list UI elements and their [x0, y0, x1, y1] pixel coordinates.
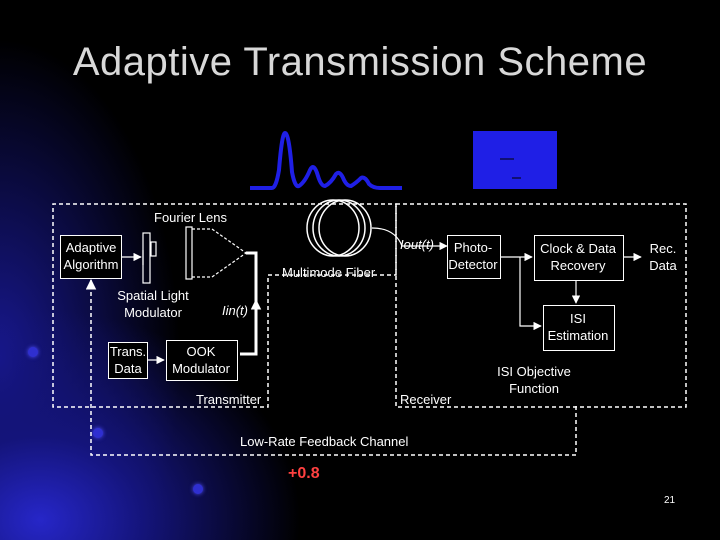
trans-data-label: Trans. Data [109, 344, 147, 376]
slide-title: Adaptive Transmission Scheme [72, 40, 648, 84]
page-number: 21 [664, 495, 676, 506]
decorative-dot [28, 347, 38, 357]
feedback-channel-label: Low-Rate Feedback Channel [240, 434, 409, 449]
photodetector-label: Photo- Detector [448, 240, 498, 272]
multimode-fiber-label: Multimode Fiber [282, 265, 376, 280]
receiver-label: Receiver [400, 392, 452, 407]
isi-objective-label: ISI Objective Function [497, 364, 571, 396]
transmitter-enclosure [52, 203, 397, 408]
pulse-waveform [250, 130, 402, 190]
isi-estimation-label: ISI Estimation [547, 311, 609, 343]
fourier-lens-label: Fourier Lens [154, 210, 227, 225]
feedback-loop [85, 278, 577, 456]
decorative-dot [193, 484, 203, 494]
ook-modulator-box [166, 340, 238, 381]
fourier-lens-icon [185, 226, 247, 280]
spatial-light-modulator-label: Spatial Light Modulator [117, 288, 189, 320]
ook-modulator-label: OOK Modulator [172, 344, 230, 376]
clock-data-recovery-label: Clock & Data Recovery [540, 241, 616, 273]
eye-diagram-panel [473, 131, 557, 189]
photodetector-box [447, 235, 501, 279]
transmitter-label: Transmitter [196, 392, 262, 407]
objective-value: +0.8 [288, 465, 320, 482]
fiber-coil-icon [306, 199, 372, 257]
iout-label: Iout(t) [400, 237, 434, 252]
adaptive-algorithm-label: Adaptive Algorithm [63, 240, 119, 272]
isi-estimation-box [543, 305, 615, 351]
iin-label: Iin(t) [222, 303, 248, 318]
trans-data-box [108, 342, 148, 379]
rec-data-label: Rec. Data [649, 241, 677, 273]
decorative-dot [93, 428, 103, 438]
adaptive-algorithm-box [60, 235, 122, 279]
receiver-enclosure [395, 203, 687, 408]
clock-data-recovery-box [534, 235, 624, 281]
